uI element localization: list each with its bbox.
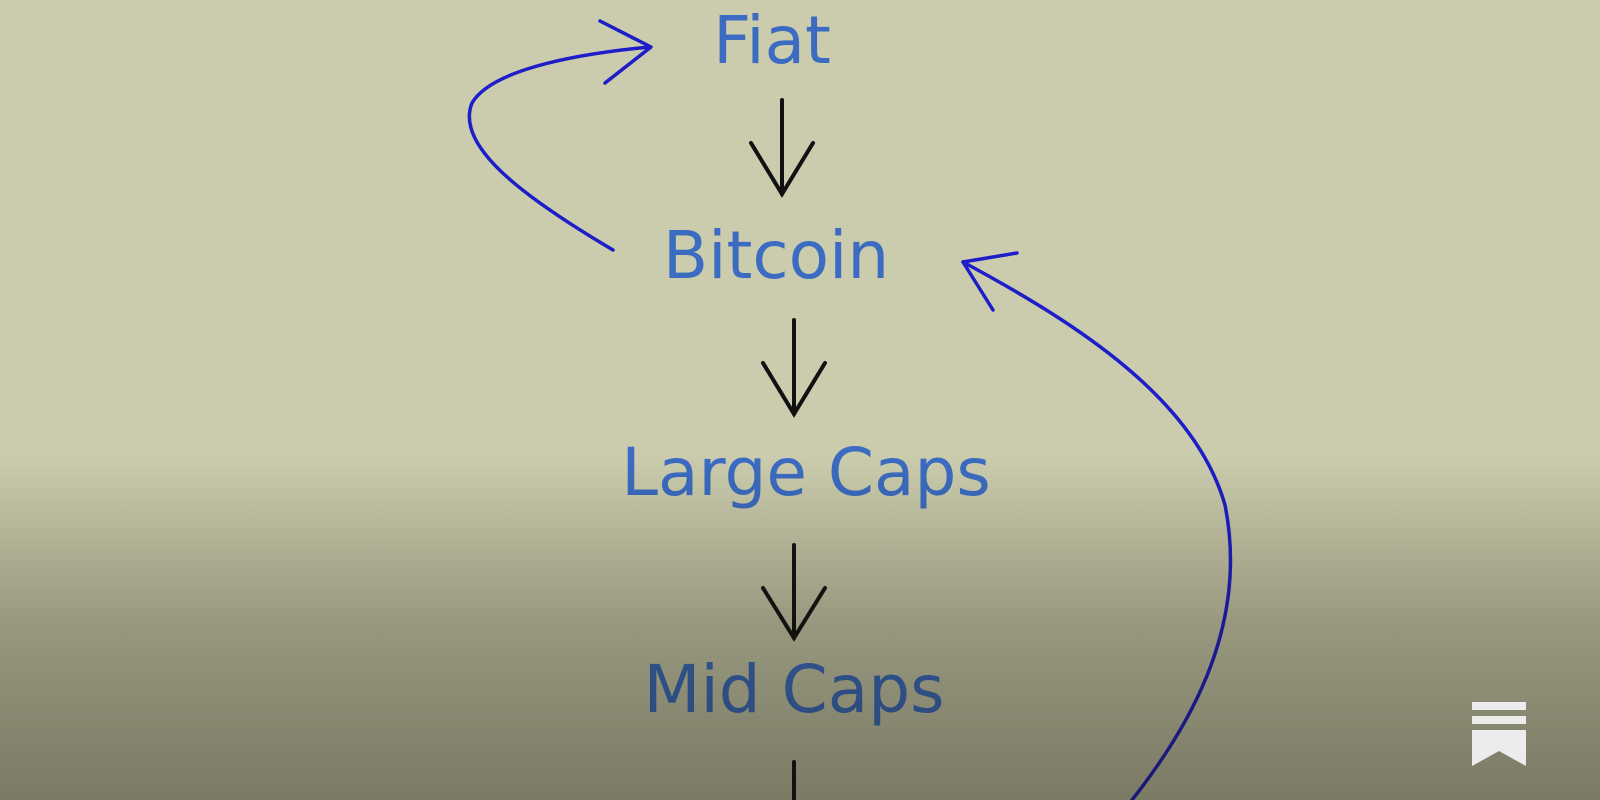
- loop-arrow-bitcoin-to-fiat: [467, 19, 653, 252]
- arrow-fiat-to-bitcoin: [749, 98, 815, 198]
- arrow-large-caps-to-mid-caps: [761, 543, 827, 642]
- node-large-caps: Large Caps: [621, 434, 990, 511]
- arrow-bitcoin-to-large-caps: [761, 318, 827, 418]
- node-mid-caps: Mid Caps: [644, 651, 945, 728]
- node-fiat: Fiat: [713, 2, 831, 79]
- bookmark-icon[interactable]: [1470, 702, 1528, 768]
- loop-arrow-lower-tiers-to-bitcoin: [961, 251, 1233, 800]
- node-bitcoin: Bitcoin: [663, 217, 889, 294]
